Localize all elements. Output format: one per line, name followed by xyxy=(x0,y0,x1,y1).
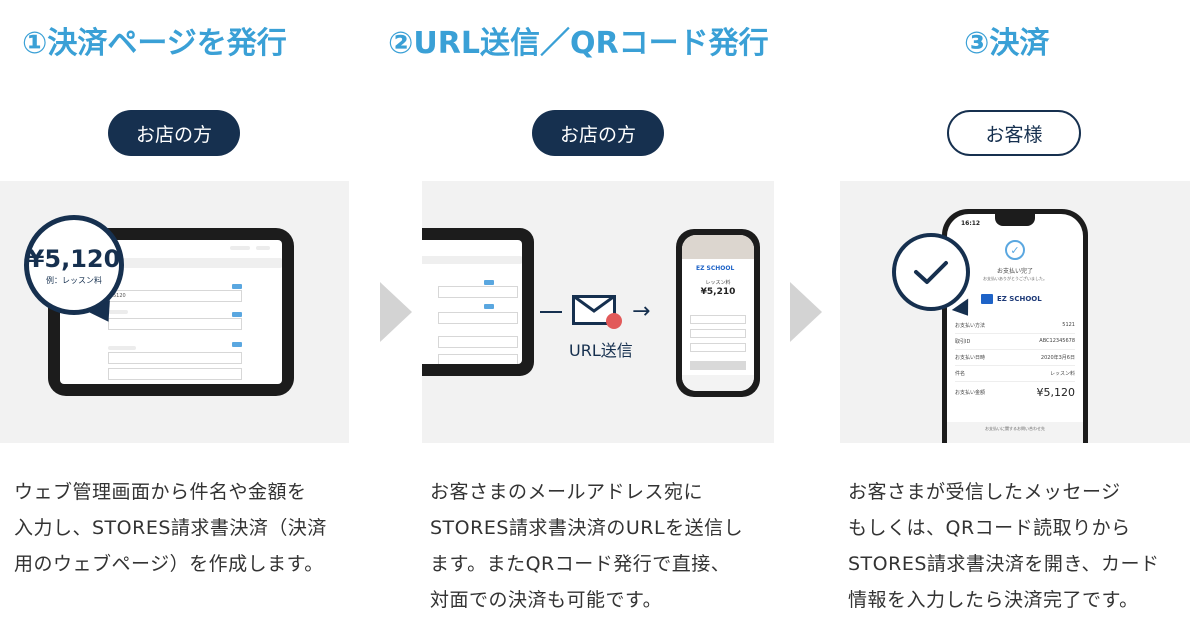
phone-device: 16:12 ✓ お支払い完了 お支払いありがとうございました。 EZ SCHOO… xyxy=(942,209,1088,443)
check-bubble xyxy=(892,233,970,311)
notification-dot-icon xyxy=(606,313,622,329)
panel-payment: 16:12 ✓ お支払い完了 お支払いありがとうございました。 EZ SCHOO… xyxy=(840,181,1190,443)
success-check-icon: ✓ xyxy=(1005,240,1025,260)
step3-title: ③決済 xyxy=(964,18,1049,62)
brand-logo-icon xyxy=(981,294,993,304)
bubble-amount: ¥5,120 xyxy=(28,245,121,273)
panel-issue-page: 5120 ¥5,120 例：レッスン料 xyxy=(0,181,349,443)
next-chevron-2 xyxy=(790,282,822,342)
checkmark-icon xyxy=(911,257,951,287)
phone-item-small: レッスン料 xyxy=(682,279,754,286)
phone-device-small: EZ SCHOOL レッスン料 ¥5,210 xyxy=(676,229,760,397)
phone-brand-small: EZ SCHOOL xyxy=(696,265,734,272)
tablet-device-partial xyxy=(422,228,534,376)
panel-url-send: → URL送信 EZ SCHOOL レッスン料 ¥5,210 xyxy=(422,181,774,443)
brand-name: EZ SCHOOL xyxy=(997,295,1042,303)
step2-description: お客さまのメールアドレス宛に STORES請求書決済のURLを送信し ます。また… xyxy=(430,474,743,618)
line-left xyxy=(540,311,562,313)
amount-field-value: 5120 xyxy=(113,293,126,299)
phone-amount-small: ¥5,210 xyxy=(682,287,754,297)
detail-row-total: お支払い金額¥5,120 xyxy=(955,382,1075,403)
amount-field: 5120 xyxy=(108,290,242,302)
detail-row: 件名レッスン料 xyxy=(955,366,1075,382)
step3-description: お客さまが受信したメッセージ もしくは、QRコード読取りから STORES請求書… xyxy=(848,474,1160,618)
next-chevron-1 xyxy=(380,282,412,342)
footer-contact-link[interactable]: お支払いに関するお問い合わせ先 xyxy=(947,426,1083,432)
tablet-screen-partial xyxy=(422,240,522,364)
shop-owner-pill-2: お店の方 xyxy=(532,110,664,156)
step1-title: ①決済ページを発行 xyxy=(22,18,287,62)
arrow-right-icon: → xyxy=(632,305,650,319)
customer-pill: お客様 xyxy=(947,110,1081,156)
step2-title: ②URL送信／QRコード発行 xyxy=(388,18,769,62)
status-time: 16:12 xyxy=(961,220,980,227)
shop-owner-pill-1: お店の方 xyxy=(108,110,240,156)
step1-description: ウェブ管理画面から件名や金額を 入力し、STORES請求書決済（決済 用のウェブ… xyxy=(14,474,327,582)
bubble-caption: 例：レッスン料 xyxy=(46,275,102,286)
url-send-label: URL送信 xyxy=(569,337,633,361)
